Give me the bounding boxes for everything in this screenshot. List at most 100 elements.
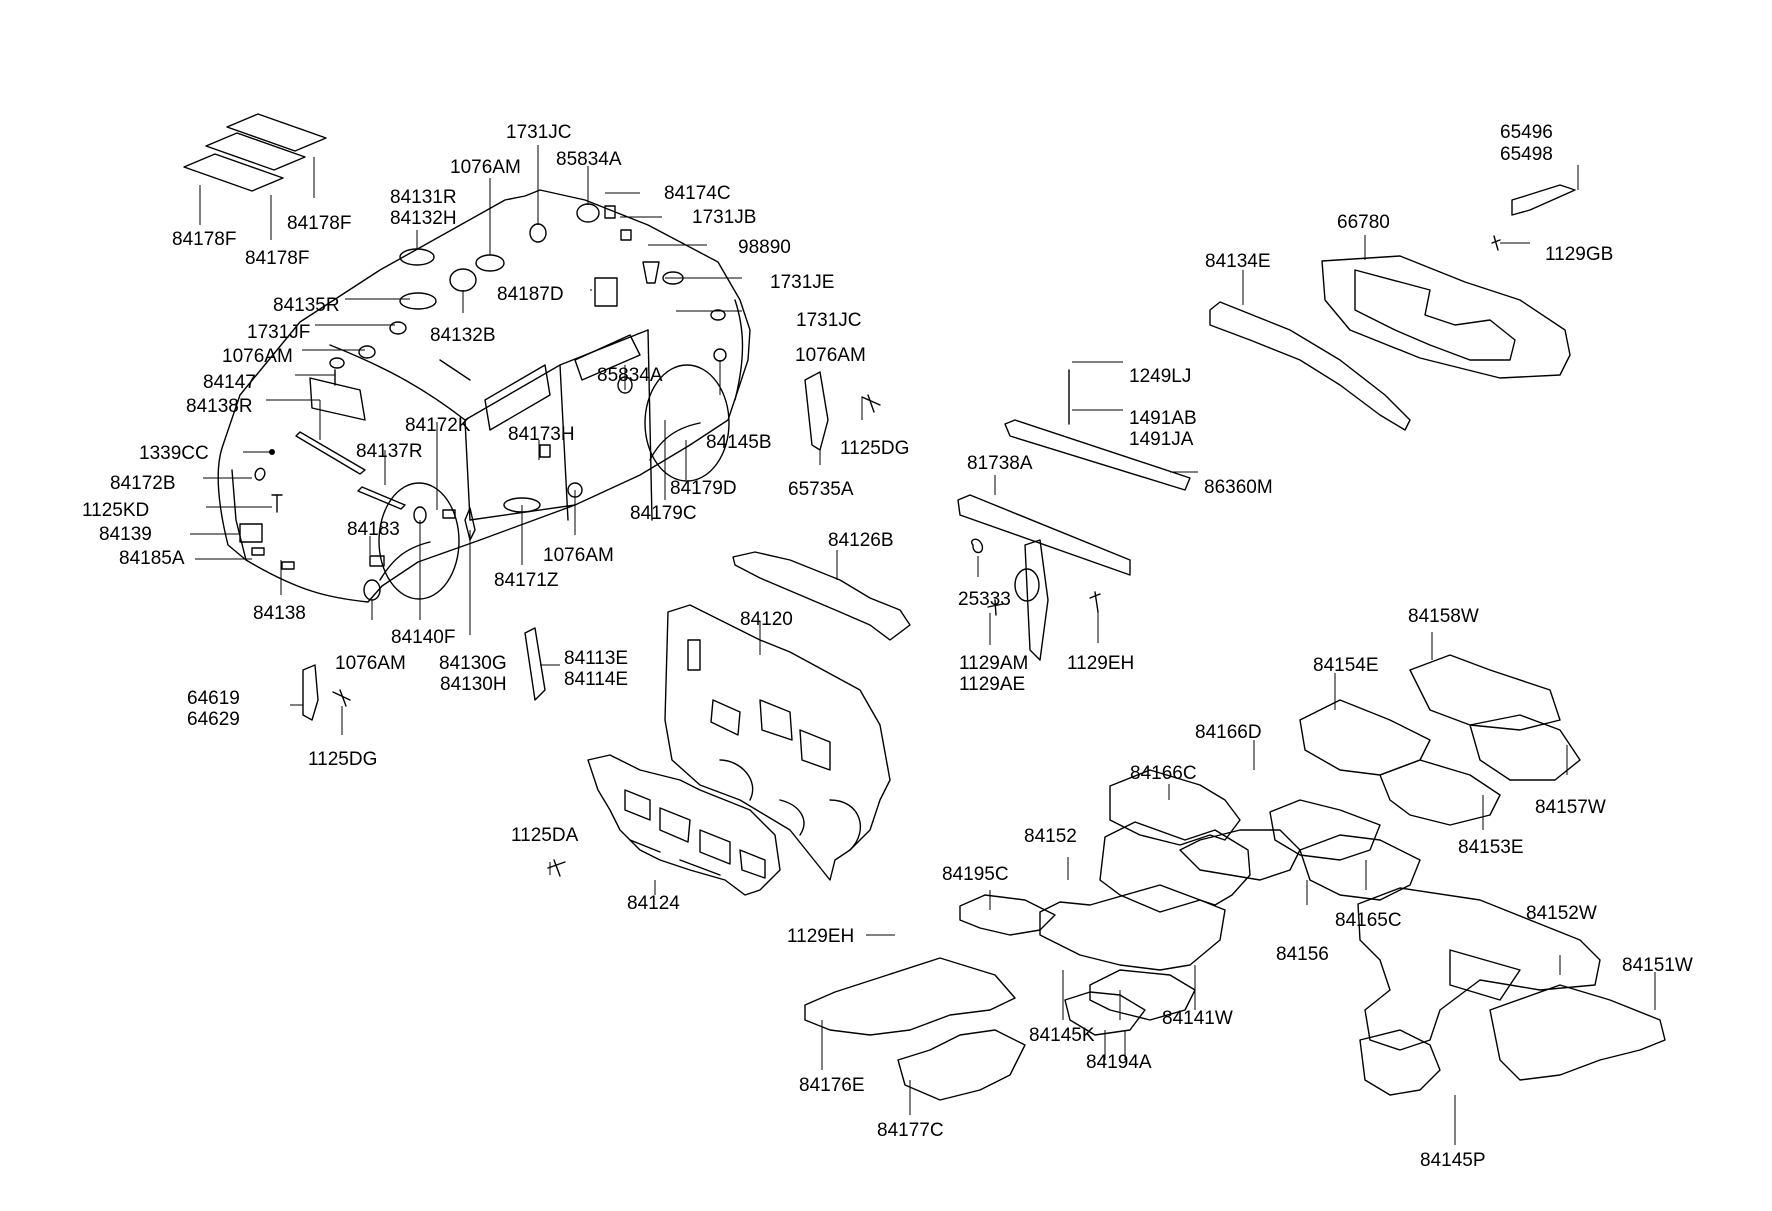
- label-84156: 84156: [1276, 944, 1329, 965]
- label-25333: 25333: [958, 589, 1011, 610]
- bolt-1129am: [987, 599, 1004, 616]
- label-84113e: 84113E: [564, 648, 629, 669]
- label-84131r: 84131R: [390, 187, 457, 208]
- panel-66780-inner: [1354, 269, 1516, 361]
- bracket-center: [1024, 539, 1049, 661]
- label-1076am-d: 1076AM: [543, 545, 614, 566]
- label-84172b: 84172B: [110, 473, 176, 494]
- label-84130g: 84130G: [439, 653, 507, 674]
- label-84166c: 84166C: [1130, 763, 1197, 784]
- label-1339cc: 1339CC: [139, 443, 209, 464]
- label-84173h: 84173H: [508, 424, 575, 445]
- label-65735a: 65735A: [788, 479, 854, 500]
- label-1731jf: 1731JF: [247, 322, 311, 343]
- label-1076am-c: 1076AM: [795, 345, 866, 366]
- label-1129gb: 1129GB: [1545, 244, 1614, 265]
- label-84178f-a: 84178F: [172, 229, 237, 250]
- label-84185a: 84185A: [119, 548, 185, 569]
- label-84165c: 84165C: [1335, 910, 1402, 931]
- label-81738a: 81738A: [967, 453, 1033, 474]
- label-84134e: 84134E: [1205, 251, 1271, 272]
- label-1731je: 1731JE: [770, 272, 835, 293]
- label-84151w: 84151W: [1622, 955, 1693, 976]
- label-84152w: 84152W: [1526, 903, 1597, 924]
- label-84174c: 84174C: [664, 183, 731, 204]
- label-1125da: 1125DA: [511, 825, 579, 846]
- leader-lines: [190, 145, 1656, 1145]
- label-84178f-b: 84178F: [245, 248, 310, 269]
- label-84145p: 84145P: [1420, 1150, 1486, 1171]
- label-1731jb: 1731JB: [692, 207, 757, 228]
- trim-piece: [524, 627, 546, 701]
- bolt-1125dg: [332, 689, 351, 707]
- label-84137r: 84137R: [356, 441, 423, 462]
- label-1491ab: 1491AB: [1129, 408, 1197, 429]
- label-84126b: 84126B: [828, 530, 894, 551]
- label-84195c: 84195C: [942, 864, 1009, 885]
- bracket-65496: [1511, 184, 1576, 216]
- label-84141w: 84141W: [1162, 1008, 1233, 1029]
- label-84194a: 84194A: [1086, 1052, 1152, 1073]
- label-84179d: 84179D: [670, 478, 737, 499]
- label-84120: 84120: [740, 609, 793, 630]
- grommet-center: [1014, 568, 1040, 602]
- label-1129eh-b: 1129EH: [787, 926, 855, 947]
- roof-pad-parts: [183, 113, 327, 192]
- label-84147: 84147: [203, 372, 256, 393]
- label-85834a-b: 85834A: [597, 365, 663, 386]
- label-84152: 84152: [1024, 826, 1077, 847]
- label-84178f-c: 84178F: [287, 213, 352, 234]
- body-plugs: [239, 203, 727, 601]
- label-84166d: 84166D: [1195, 722, 1262, 743]
- label-1125kd: 1125KD: [82, 500, 150, 521]
- label-1249lj: 1249LJ: [1129, 366, 1192, 387]
- label-84124: 84124: [627, 893, 680, 914]
- panel-66780: [1321, 255, 1571, 379]
- bolt-1129eh: [1089, 591, 1101, 613]
- label-1076am-a: 1076AM: [450, 157, 521, 178]
- label-84177c: 84177C: [877, 1120, 944, 1141]
- label-1076am-b: 1076AM: [222, 346, 293, 367]
- label-64629: 64629: [187, 709, 240, 730]
- label-84145k: 84145K: [1029, 1025, 1095, 1046]
- label-86360m: 86360M: [1204, 477, 1273, 498]
- label-64619: 64619: [187, 688, 240, 709]
- label-84158w: 84158W: [1408, 606, 1479, 627]
- label-84187d: 84187D: [497, 284, 564, 305]
- label-84139: 84139: [99, 524, 152, 545]
- bolt-1125da: [547, 859, 566, 877]
- label-1731jc-b: 1731JC: [796, 310, 862, 331]
- label-84145b: 84145B: [706, 432, 772, 453]
- label-84171z: 84171Z: [494, 570, 559, 591]
- label-84132b: 84132B: [430, 325, 496, 346]
- label-84138r: 84138R: [186, 396, 253, 417]
- bracket-64619: [302, 664, 319, 721]
- label-84183: 84183: [347, 519, 400, 540]
- label-98890: 98890: [738, 237, 791, 258]
- label-1491ja: 1491JA: [1129, 429, 1194, 450]
- label-84153e: 84153E: [1458, 837, 1524, 858]
- bracket-84126b: [732, 551, 911, 641]
- label-84135r: 84135R: [273, 295, 340, 316]
- dash-panel-84124: [587, 754, 781, 896]
- label-84157w: 84157W: [1535, 797, 1606, 818]
- label-84179c: 84179C: [630, 503, 697, 524]
- label-65496: 65496: [1500, 122, 1553, 143]
- bracket-65735a: [804, 371, 829, 451]
- label-1125dg-a: 1125DG: [840, 438, 910, 459]
- label-84132h: 84132H: [390, 208, 457, 229]
- label-84154e: 84154E: [1313, 655, 1379, 676]
- bolt-1125dg-2: [861, 394, 881, 413]
- vehicle-body: [217, 189, 751, 603]
- label-66780: 66780: [1337, 212, 1390, 233]
- label-84176e: 84176E: [799, 1075, 865, 1096]
- dash-insulator: [664, 604, 891, 881]
- nut-25333: [971, 538, 984, 554]
- crossmember: [957, 494, 1131, 576]
- label-1731jc-a: 1731JC: [506, 122, 572, 143]
- label-85834a-a: 85834A: [556, 149, 622, 170]
- bracket-84134e: [1209, 301, 1411, 431]
- cowl-86360m: [1004, 419, 1191, 491]
- label-1125dg-b: 1125DG: [308, 749, 378, 770]
